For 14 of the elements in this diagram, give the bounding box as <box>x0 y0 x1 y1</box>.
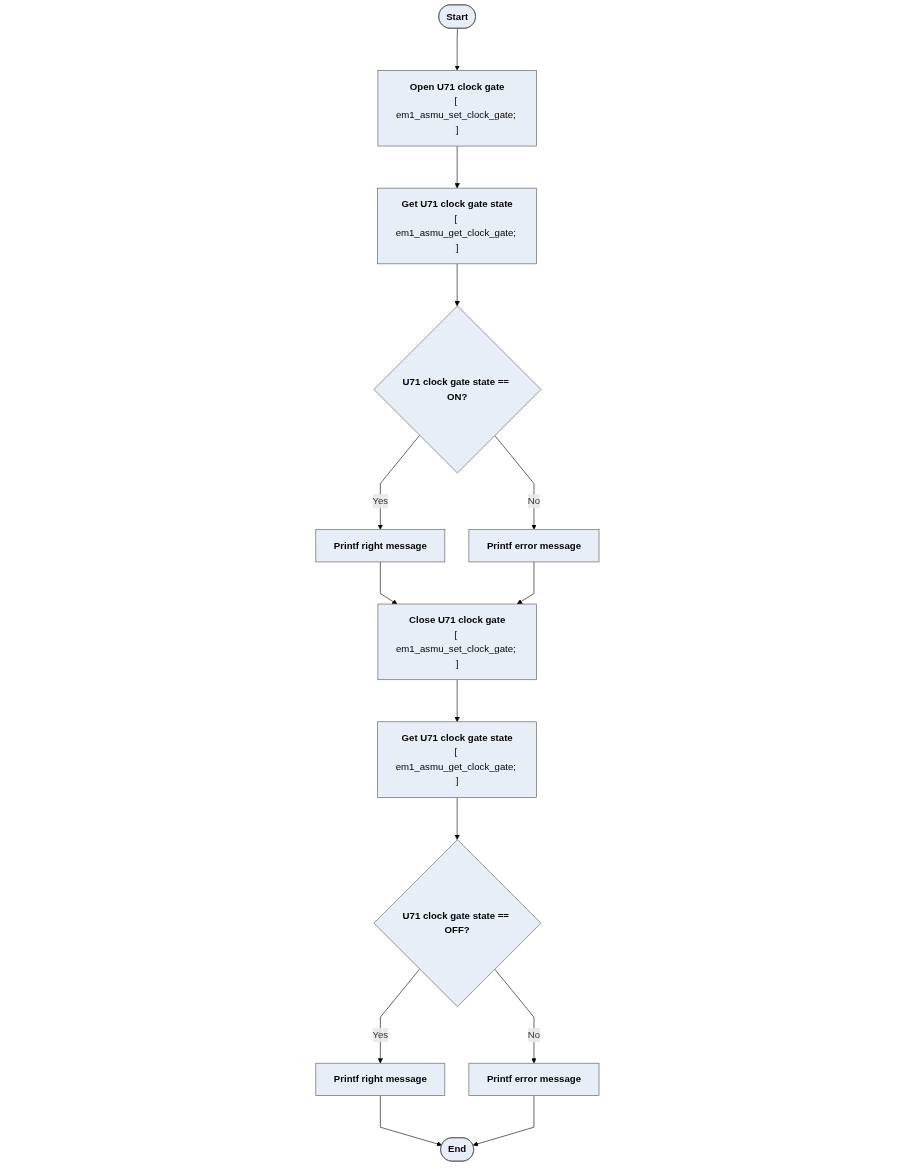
node-diamond: U71 clock gate state == OFF? <box>373 839 541 1007</box>
node-box: Open U71 clock gate [ em1_asmu_set_clock_gate; ] <box>377 70 537 147</box>
edge-label: No <box>527 1029 540 1040</box>
node-box: Printf right message <box>315 529 445 563</box>
node-box: Printf right message <box>315 1062 445 1096</box>
node-box: Get U71 clock gate state [ em1_asmu_get_clock_gate; ] <box>376 187 537 265</box>
edge-label: No <box>527 495 540 507</box>
edge-label: Yes <box>372 495 388 507</box>
node-box: Close U71 clock gate [ em1_asmu_set_clock_gate; ] <box>377 603 537 681</box>
node-diamond: U71 clock gate state == ON? <box>373 305 541 474</box>
edge-label: Yes <box>372 1029 388 1040</box>
node-box: Get U71 clock gate state [ em1_asmu_get_clock_gate; ] <box>376 721 537 798</box>
node-box: Printf error message <box>468 1062 599 1096</box>
node-box: Printf error message <box>468 529 599 563</box>
